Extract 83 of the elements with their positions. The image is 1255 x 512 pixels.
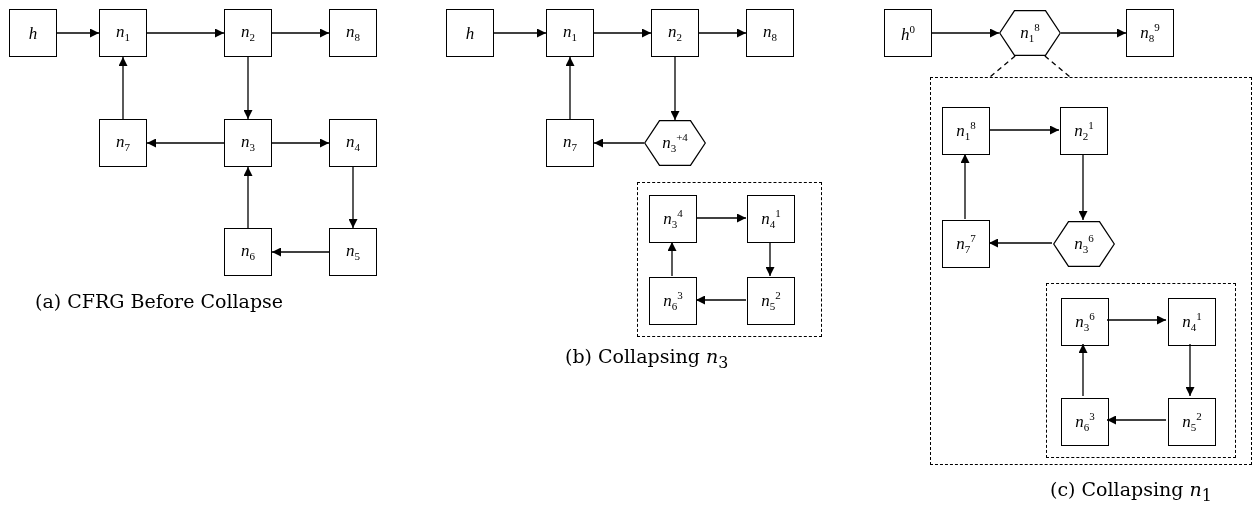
arrow (667, 241, 677, 277)
arrow (695, 295, 747, 305)
arrow (271, 247, 330, 257)
node-label: n$_{1}$ (116, 22, 130, 44)
arrow (56, 28, 100, 38)
figure-caption: (a) CFRG Before Collapse (35, 290, 284, 312)
process-box (942, 107, 990, 155)
process-box (9, 9, 57, 57)
node-label: h (465, 24, 475, 42)
process-box (446, 9, 494, 57)
node-label: n$_{5}$ (346, 241, 360, 263)
arrow (670, 56, 680, 121)
process-box (1060, 107, 1108, 155)
dashed-group-box (637, 182, 822, 337)
arrow (565, 56, 575, 120)
node-label: n$_{8}$ (763, 22, 777, 44)
node-label: n$_{4}$ (346, 132, 360, 154)
dashed-group-box (930, 77, 1252, 465)
node-label: h$^{0}$ (901, 23, 915, 43)
arrow (348, 166, 358, 229)
arrow (1060, 28, 1127, 38)
node-label: n$_{1}$ (563, 22, 577, 44)
process-box (329, 228, 377, 276)
node-label: n$_{7}$ (116, 132, 130, 154)
arrow (988, 238, 1053, 248)
arrow (960, 153, 970, 220)
process-box (1061, 398, 1109, 446)
arrow (1078, 343, 1088, 397)
connector-line (989, 55, 1016, 78)
process-box (747, 277, 795, 325)
process-box (546, 9, 594, 57)
node-label: n$_{2}$ (241, 22, 255, 44)
node-label: h (28, 24, 38, 42)
arrow (271, 138, 330, 148)
arrow (931, 28, 1000, 38)
arrow (695, 213, 747, 223)
arrow (146, 138, 225, 148)
process-box (1168, 298, 1216, 346)
process-box (747, 195, 795, 243)
process-box (329, 119, 377, 167)
process-box (99, 119, 147, 167)
node-label: n$_{7}$ (563, 132, 577, 154)
connector-line (1044, 55, 1071, 78)
figure-caption: (b) Collapsing n$_{3}$ (565, 345, 729, 372)
process-box (651, 9, 699, 57)
process-box (746, 9, 794, 57)
arrow (146, 28, 225, 38)
node-label: n$_{6}$ (241, 241, 255, 263)
node-label: n$_{3}$ (241, 132, 255, 154)
arrow (1078, 153, 1088, 221)
process-box (224, 9, 272, 57)
process-box (649, 277, 697, 325)
process-box (1061, 298, 1109, 346)
arrow (118, 56, 128, 120)
arrow (765, 241, 775, 277)
hexagon-node (644, 120, 706, 166)
process-box (99, 9, 147, 57)
arrow (243, 56, 253, 120)
node-label: n$_{8}$ (346, 22, 360, 44)
process-box (884, 9, 932, 57)
node-label: n$_{2}$ (668, 22, 682, 44)
hexagon-node (999, 10, 1061, 56)
arrow (243, 166, 253, 229)
process-box (1126, 9, 1174, 57)
process-box (546, 119, 594, 167)
process-box (942, 220, 990, 268)
figure-caption: (c) Collapsing n$_{1}$ (1050, 478, 1212, 505)
arrow (593, 138, 645, 148)
arrow (1106, 415, 1167, 425)
arrow (1106, 315, 1167, 325)
process-box (224, 228, 272, 276)
arrow (1185, 343, 1195, 397)
process-box (649, 195, 697, 243)
arrow (988, 125, 1060, 135)
process-box (1168, 398, 1216, 446)
arrow (698, 28, 747, 38)
process-box (329, 9, 377, 57)
arrow (593, 28, 652, 38)
dashed-group-box (1046, 283, 1236, 458)
arrow (271, 28, 330, 38)
hexagon-node (1053, 221, 1115, 267)
process-box (224, 119, 272, 167)
arrow (493, 28, 547, 38)
